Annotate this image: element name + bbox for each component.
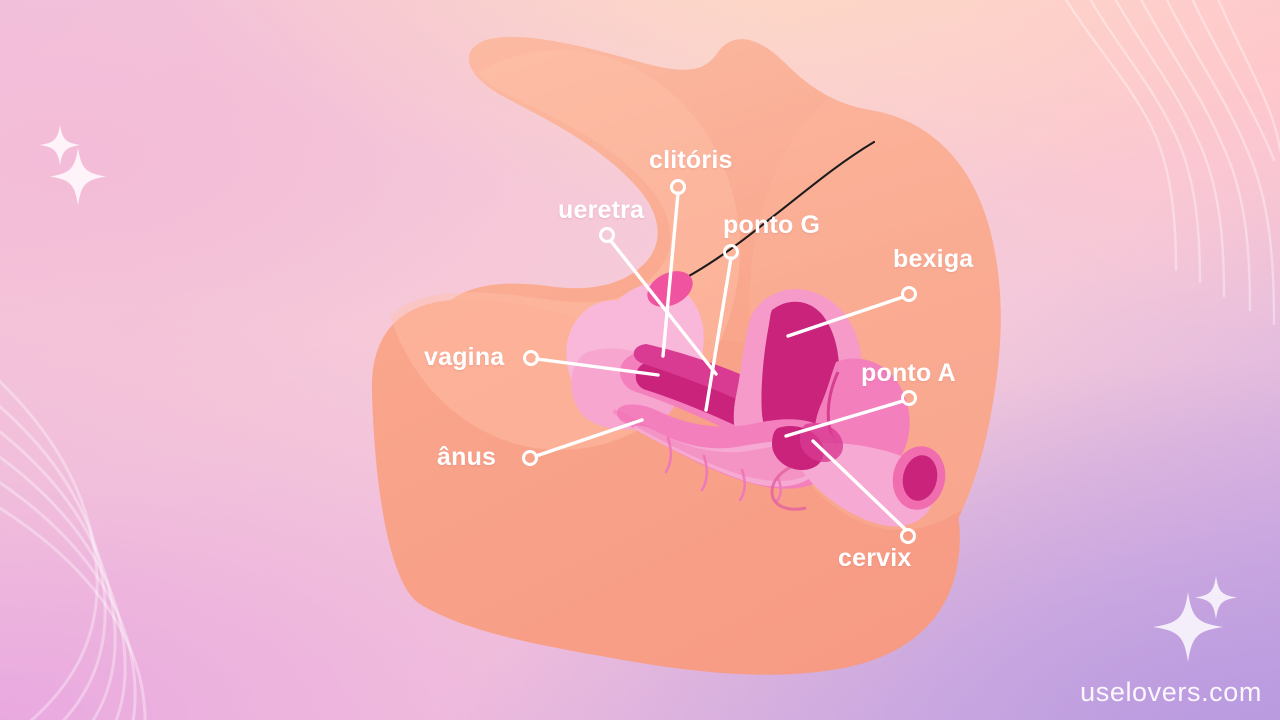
label-vagina: vagina <box>424 343 505 371</box>
wave-lines-top-right <box>1064 0 1280 326</box>
label-ueretra: ueretra <box>558 196 645 224</box>
rectum-group <box>612 404 838 504</box>
leader-dot-bexiga <box>901 286 917 302</box>
leader-line-clitoris <box>661 191 680 358</box>
leader-dot-ponto-a <box>901 390 917 406</box>
wave-lines-bottom-left <box>0 379 147 720</box>
rectum-upper-band <box>612 409 822 481</box>
sparkle-icon <box>1153 592 1223 662</box>
sparkle-icon <box>40 125 80 165</box>
label-cervix: cervix <box>838 544 912 572</box>
pubic-contour-line <box>664 140 876 290</box>
haustra-lines <box>664 436 783 504</box>
leader-line-cervix <box>811 439 908 532</box>
leader-line-ueretra <box>609 239 718 376</box>
leader-line-bexiga <box>786 295 905 338</box>
cervix-group <box>770 442 946 527</box>
leader-dot-vagina <box>523 350 539 366</box>
label-ponto-g: ponto G <box>723 211 821 239</box>
leader-line-ponto-g <box>704 256 733 412</box>
sparkle-icon <box>1195 576 1237 619</box>
leader-dot-clitoris <box>670 179 686 195</box>
leader-dot-group <box>522 179 917 544</box>
label-anus: ânus <box>437 443 497 471</box>
leader-line-anus <box>534 418 644 458</box>
leader-dot-ueretra <box>599 227 615 243</box>
site-watermark: uselovers.com <box>1080 677 1262 707</box>
sparkle-icon <box>50 148 106 205</box>
leader-line-ponto-a <box>784 399 905 438</box>
leader-line-group <box>534 191 908 532</box>
sparkle-group <box>40 125 1237 662</box>
leader-dot-cervix <box>900 528 916 544</box>
label-ponto-a: ponto A <box>861 359 956 387</box>
label-clitoris: clitóris <box>649 146 733 174</box>
label-bexiga: bexiga <box>893 245 974 273</box>
leader-dot-anus <box>522 450 538 466</box>
rectum-inner <box>633 425 818 487</box>
leader-dot-ponto-g <box>723 244 739 260</box>
leader-line-vagina <box>535 357 660 377</box>
cervix-os <box>902 455 938 501</box>
